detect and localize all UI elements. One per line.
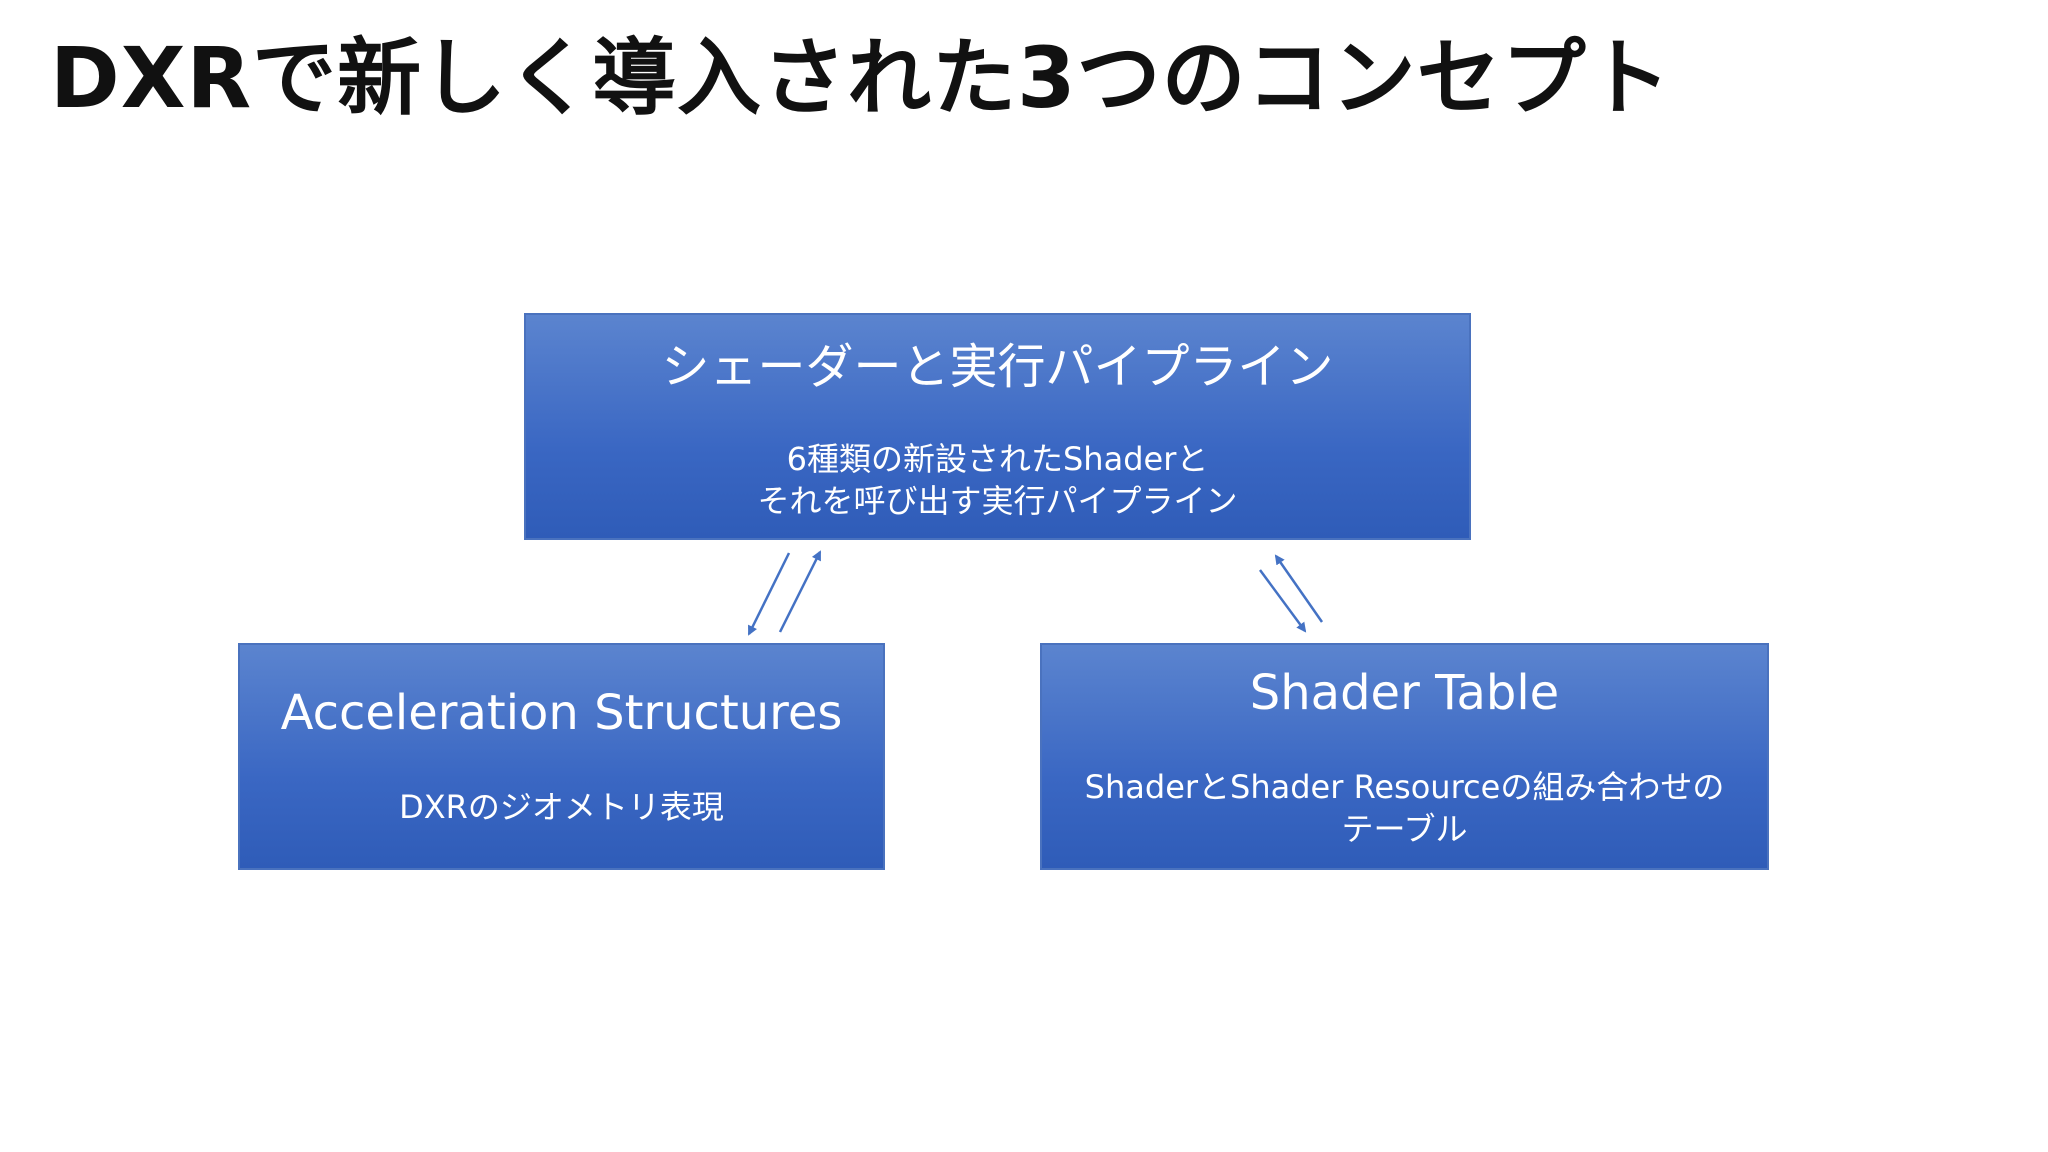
shader-table-desc-line-2: テーブル [1341, 809, 1468, 848]
acceleration-description: DXRのジオメトリ表現 [240, 787, 883, 829]
shader-table-heading: Shader Table [1249, 665, 1560, 721]
arrow-pipeline-to-acceleration [747, 552, 791, 636]
shader-table-description: ShaderとShader Resourceの組み合わせの テーブル [1042, 767, 1767, 850]
arrow-pipeline-to-shader-table [1258, 569, 1307, 633]
slide-title: DXRで新しく導入された3つのコンセプト [50, 29, 1672, 127]
shader-table-box: Shader Table ShaderとShader Resourceの組み合わ… [1040, 643, 1769, 870]
acceleration-heading: Acceleration Structures [280, 685, 843, 741]
pipeline-box: シェーダーと実行パイプライン 6種類の新設されたShaderと それを呼び出す実… [524, 313, 1471, 540]
acceleration-desc-line-1: DXRのジオメトリ表現 [399, 788, 724, 826]
pipeline-desc-line-1: 6種類の新設されたShaderと [786, 440, 1209, 478]
shader-table-desc-line-1: ShaderとShader Resourceの組み合わせの [1084, 768, 1725, 806]
pipeline-desc-line-2: それを呼び出す実行パイプライン [757, 481, 1238, 520]
acceleration-structures-box: Acceleration Structures DXRのジオメトリ表現 [238, 643, 885, 870]
arrow-shader-table-to-pipeline [1274, 554, 1324, 623]
pipeline-heading: シェーダーと実行パイプライン [661, 339, 1334, 395]
pipeline-description: 6種類の新設されたShaderと それを呼び出す実行パイプライン [526, 439, 1469, 522]
arrow-acceleration-to-pipeline [778, 550, 822, 633]
